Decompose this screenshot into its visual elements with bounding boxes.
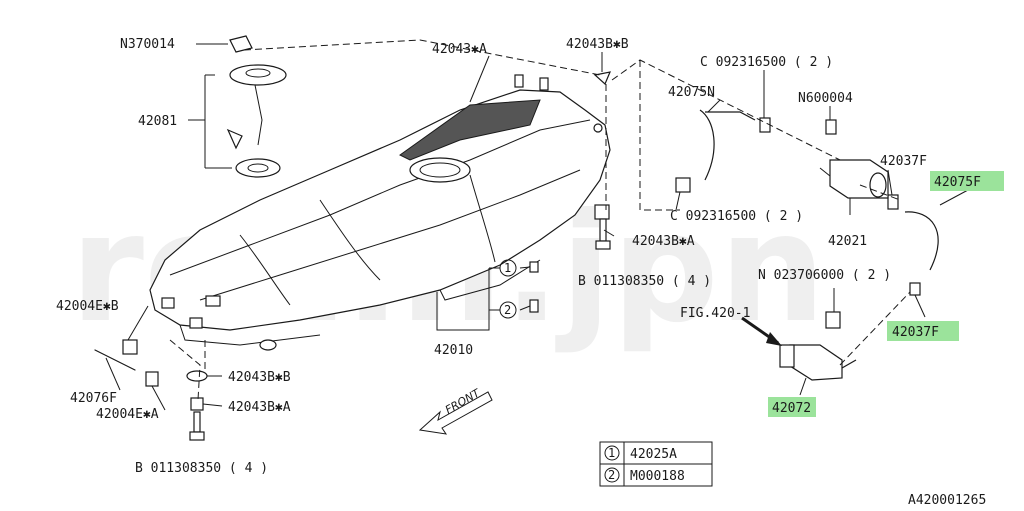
bracket-bolt-left xyxy=(186,370,208,441)
highlight-42075f xyxy=(930,171,1004,191)
callout-2: 2 xyxy=(504,303,511,317)
label-42043a: 42043✱A xyxy=(432,42,487,57)
legend-num-1: 1 xyxy=(608,446,615,460)
front-label: FRONT xyxy=(443,386,483,417)
purge-valve-42072 xyxy=(779,311,857,381)
callout-circle-1 xyxy=(499,259,517,277)
clip-42004e-a xyxy=(145,371,159,387)
label-42043b-a-low: 42043B✱A xyxy=(228,400,291,415)
highlight-42072 xyxy=(768,397,816,417)
label-n370014: N370014 xyxy=(120,37,175,52)
hose-42076f xyxy=(94,349,136,371)
dashed-guides xyxy=(169,39,911,401)
leader-lines xyxy=(105,43,969,411)
label-42004e-b: 42004E✱B xyxy=(56,299,119,314)
legend-part-2: M000188 xyxy=(630,469,685,484)
label-42010: 42010 xyxy=(434,343,473,358)
legend-table: 1 2 42025A M000188 xyxy=(599,441,713,487)
label-42037f-top: 42037F xyxy=(880,154,927,169)
charcoal-canister-42021 xyxy=(819,119,889,199)
label-42043b-a-right: 42043B✱A xyxy=(632,234,695,249)
fuel-sending-unit-42081 xyxy=(204,35,287,178)
label-42037f-bot: 42037F xyxy=(892,325,939,340)
label-42076f: 42076F xyxy=(70,391,117,406)
label-n600004: N600004 xyxy=(798,91,853,106)
evap-hoses xyxy=(675,109,939,296)
label-42072: 42072 xyxy=(772,401,811,416)
label-42043b-b-top: 42043B✱B xyxy=(566,37,629,52)
front-arrow: FRONT xyxy=(418,386,493,435)
label-c092316500-top: C 092316500 ( 2 ) xyxy=(700,55,833,70)
label-42081: 42081 xyxy=(138,114,177,129)
label-b011308350-low: B 011308350 ( 4 ) xyxy=(135,461,268,476)
label-n023706000: N 023706000 ( 2 ) xyxy=(758,268,891,283)
diagram-id: A420001265 xyxy=(908,493,986,508)
label-42004e-a: 42004E✱A xyxy=(96,407,159,422)
label-fig-ref: FIG.420-1 xyxy=(680,306,750,321)
label-42043b-b-low: 42043B✱B xyxy=(228,370,291,385)
highlight-42037f xyxy=(887,321,959,341)
legend-part-1: 42025A xyxy=(630,447,677,462)
label-42021: 42021 xyxy=(828,234,867,249)
fuel-tank-42010 xyxy=(149,74,611,351)
label-b011308350-right: B 011308350 ( 4 ) xyxy=(578,274,711,289)
callout-circle-2 xyxy=(499,301,517,319)
clip-42004e-b xyxy=(122,339,138,355)
legend-num-2: 2 xyxy=(608,468,615,482)
clip-42025a xyxy=(529,261,539,273)
label-42075f: 42075F xyxy=(934,175,981,190)
label-c092316500-mid: C 092316500 ( 2 ) xyxy=(670,209,803,224)
callout-1: 1 xyxy=(504,261,511,275)
label-42075n: 42075N xyxy=(668,85,715,100)
bolt-m000188 xyxy=(529,299,539,313)
